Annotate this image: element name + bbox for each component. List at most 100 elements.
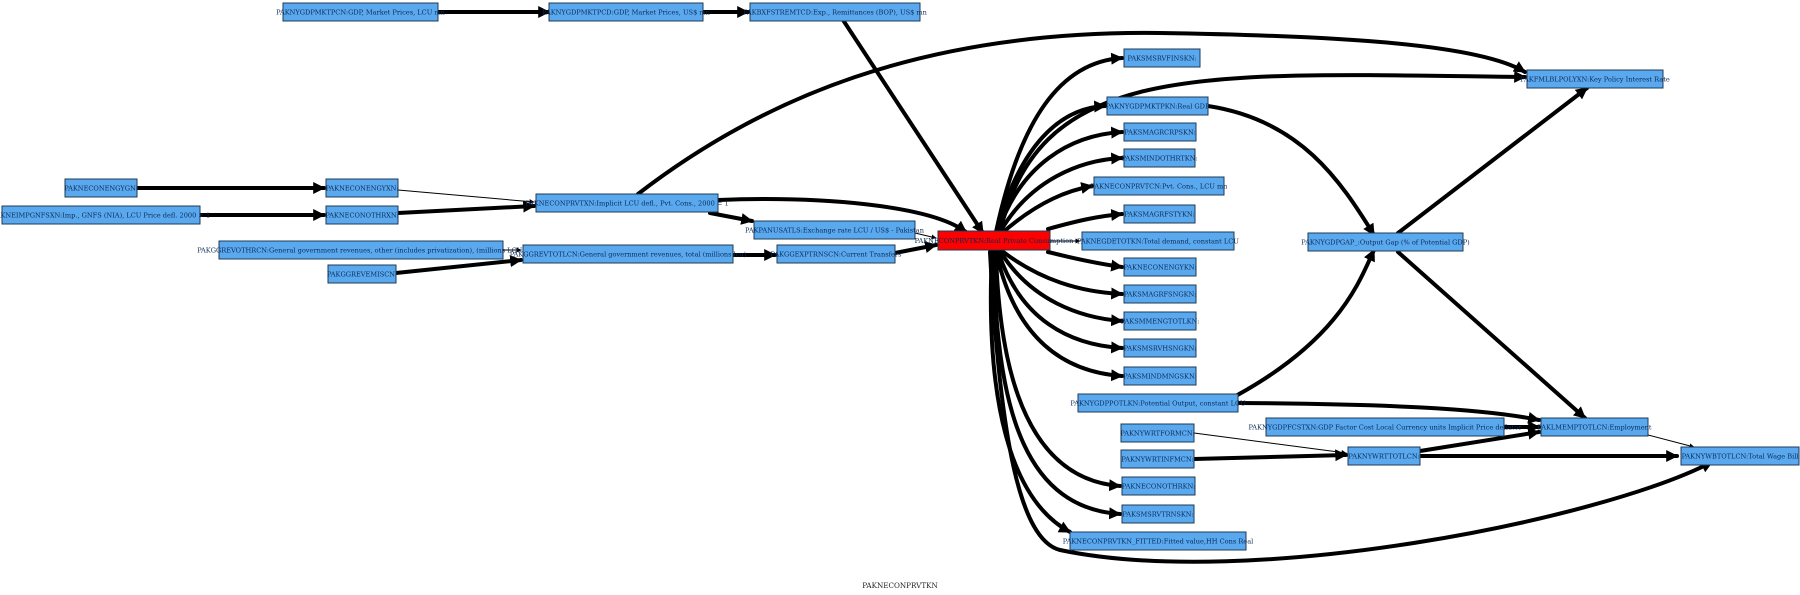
edge-engyxn-prvtxn: [397, 189, 535, 205]
node-remit[interactable]: PAKBXFSTREMTCD:Exp., Remittances (BOP), …: [743, 2, 928, 22]
node-box: [218, 240, 504, 260]
node-wrtinf[interactable]: PAKNYWRTINFMCN:: [1120, 449, 1195, 469]
node-box: [327, 264, 397, 284]
edge-potout-emp: [1236, 401, 1541, 424]
node-box: [1123, 148, 1196, 168]
node-mengt[interactable]: PAKSMMENGTOTLKN:: [1121, 311, 1200, 331]
node-label: PAKNYGDPPOTLKN:Potential Output, constan…: [1070, 400, 1246, 408]
node-revmis[interactable]: PAKGGREVEMISCN:: [327, 264, 397, 284]
edge-remit-center: [841, 18, 985, 235]
node-imp[interactable]: PAKNEIMPGNFSXN:Imp., GNFS (NIA), LCU Pri…: [0, 205, 210, 225]
node-fitted[interactable]: PAKNECONPRVTKN_FITTED:Fitted value,HH Co…: [1063, 531, 1254, 551]
node-box: [1, 205, 201, 225]
node-label: PAKNYWRTTOTLCN:: [1348, 453, 1419, 461]
node-label: PAKNECONPRVTCN:Pvt. Cons., LCU mn: [1091, 183, 1229, 191]
node-indmng[interactable]: PAKSMINDMNGSKN:: [1123, 366, 1197, 386]
node-label: PAKNEGDETOTKN:Total demand, constant LCU: [1077, 238, 1239, 246]
node-prvtxn[interactable]: PAKNECONPRVTXN:Implicit LCU defl., Pvt. …: [525, 193, 729, 213]
node-label: PAKFMLBLPOLYXN:Key Policy Interest Rate: [1520, 76, 1670, 84]
node-box: [1121, 504, 1195, 524]
node-realgdp[interactable]: PAKNYGDPMKTPKN:Real GDP: [1106, 96, 1210, 116]
edge-potout-gap: [1230, 248, 1376, 400]
node-box: [749, 2, 921, 22]
node-box: [535, 193, 719, 213]
node-srvtrn[interactable]: PAKSMSRVTRNSKN:: [1121, 504, 1195, 524]
node-box: [1106, 96, 1209, 116]
node-domdd[interactable]: PAKNEGDETOTKN:Total demand, constant LCU: [1077, 231, 1239, 251]
node-box: [1526, 69, 1664, 89]
edge-center-othrkn: [994, 250, 1122, 492]
node-label: PAKBXFSTREMTCD:Exp., Remittances (BOP), …: [743, 9, 928, 17]
edge-center-prvtcn: [1000, 182, 1094, 235]
node-label: PAKNYGDPMKTPCN:GDP, Market Prices, LCU m…: [276, 9, 445, 17]
node-srvfin[interactable]: PAKSMSRVFINSKN:: [1123, 48, 1201, 68]
node-othrkn[interactable]: PAKNECONOTHRKN:: [1121, 476, 1196, 496]
node-expt[interactable]: PAKGGEXPTRNSCN:Current Transfers: [771, 244, 903, 264]
node-agrcr[interactable]: PAKSMAGRCRPSKN:: [1123, 122, 1197, 142]
node-revoth[interactable]: PAKGGREVOTHRCN:General government revenu…: [197, 240, 525, 260]
edge-prvtxn-keypol: [636, 30, 1527, 196]
edge-wrtinf-wrttot: [1192, 449, 1348, 462]
node-center[interactable]: PAKNECONPRVTKN:Real Private Consumption: [915, 230, 1074, 251]
node-box: [282, 2, 439, 22]
node-engyxn[interactable]: PAKNECONENGYXN:: [325, 178, 399, 198]
node-box: [1081, 231, 1235, 251]
node-gdpcn[interactable]: PAKNYGDPMKTPCN:GDP, Market Prices, LCU m…: [276, 2, 446, 22]
node-box: [325, 178, 399, 198]
node-box: [1121, 476, 1196, 496]
node-fx[interactable]: PAKPANUSATLS:Exchange rate LCU / US$ - P…: [745, 220, 925, 240]
node-keypol[interactable]: PAKFMLBLPOLYXN:Key Policy Interest Rate: [1520, 69, 1670, 89]
node-box: [1123, 48, 1201, 68]
node-label: PAKNEIMPGNFSXN:Imp., GNFS (NIA), LCU Pri…: [0, 212, 210, 220]
edge-center-realgdp: [994, 100, 1107, 234]
node-othrxn[interactable]: PAKNECONOTHRXN:: [325, 205, 399, 225]
node-engy[interactable]: PAKNECONENGYGN:: [64, 178, 138, 198]
edge-realgdp-gap: [1206, 104, 1376, 237]
node-box: [1120, 423, 1195, 443]
edge-center-srvtrn: [992, 250, 1122, 520]
edge-prvtxn-center: [716, 197, 968, 234]
node-gdpcd[interactable]: PAKNYGDPMKTPCD:GDP, Market Prices, US$ m…: [542, 2, 711, 22]
node-box: [776, 244, 896, 264]
node-box: [1123, 122, 1197, 142]
node-label: PAKNYGDPMKTPKN:Real GDP: [1106, 103, 1210, 111]
node-label: PAKNECONOTHRXN:: [325, 212, 398, 220]
node-engykn[interactable]: PAKNECONENGYKN:: [1123, 257, 1197, 277]
node-srvhsn[interactable]: PAKSMSRVHSNGKN:: [1123, 338, 1197, 358]
node-label: PAKNECONOTHRKN:: [1122, 483, 1196, 491]
node-potout[interactable]: PAKNYGDPPOTLKN:Potential Output, constan…: [1070, 393, 1246, 413]
node-label: PAKSMSRVHSNGKN:: [1124, 345, 1197, 353]
node-indoth[interactable]: PAKSMINDOTHRTKN:: [1122, 148, 1198, 168]
node-label: PAKGGREVOTHRCN:General government revenu…: [197, 247, 525, 255]
node-prvtcn[interactable]: PAKNECONPRVTCN:Pvt. Cons., LCU mn: [1091, 176, 1229, 196]
node-label: PAKGGREVTOTLCN:General government revenu…: [510, 251, 747, 259]
node-label: PAKPANUSATLS:Exchange rate LCU / US$ - P…: [745, 227, 925, 235]
edge-wrttot-emp: [1418, 427, 1541, 453]
node-label: PAKSMAGRCRPSKN:: [1124, 129, 1195, 137]
node-agrfst[interactable]: PAKSMAGRFSTYKN:: [1123, 204, 1196, 224]
node-wrttot[interactable]: PAKNYWRTTOTLCN:: [1347, 446, 1421, 466]
node-fcst[interactable]: PAKNYGDPFCSTXN:GDP Factor Cost Local Cur…: [1248, 417, 1522, 437]
node-agrfsn[interactable]: PAKSMAGRFSNGKN:: [1123, 284, 1197, 304]
edge-center-agrfsn: [1000, 249, 1124, 300]
node-box: [548, 2, 704, 22]
node-box: [1120, 449, 1195, 469]
node-emp[interactable]: PAKLMEMPTOTLCN:Employment: [1537, 417, 1652, 437]
edge-gap-keypol: [1396, 86, 1589, 235]
node-label: PAKNECONENGYGN:: [64, 185, 137, 193]
node-label: PAKSMMENGTOTLKN:: [1121, 318, 1200, 326]
graph-label: PAKNECONPRVTKN: [862, 581, 938, 590]
edge-center-engykn: [1046, 250, 1124, 272]
node-box: [1123, 204, 1196, 224]
node-label: PAKNECONPRVTKN:Real Private Consumption: [915, 237, 1074, 245]
node-label: PAKNECONENGYXN:: [326, 185, 399, 193]
edge-center-indoth: [998, 152, 1124, 234]
node-wage[interactable]: PAKNYWBTOTLCN:Total Wage Bill: [1680, 446, 1800, 466]
node-wrtform[interactable]: PAKNYWRTFORMCN:: [1120, 423, 1195, 443]
node-box: [1123, 311, 1197, 331]
node-box: [1123, 366, 1197, 386]
node-revtot[interactable]: PAKGGREVTOTLCN:General government revenu…: [510, 244, 747, 264]
node-gap[interactable]: PAKNYGDPGAP_:Output Gap (% of Potential …: [1301, 232, 1470, 252]
node-label: PAKNYWRTINFMCN:: [1121, 456, 1193, 464]
